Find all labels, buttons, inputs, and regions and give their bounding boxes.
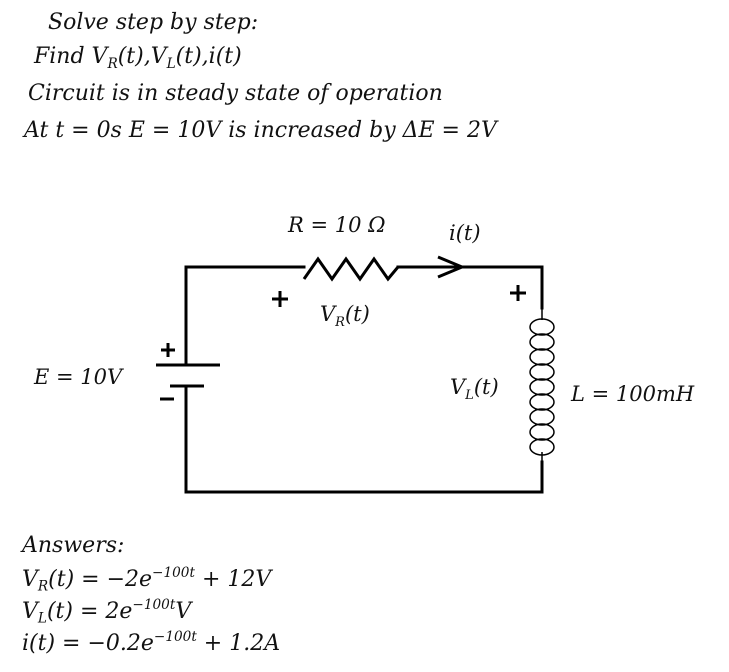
find-prefix: Find [34,44,92,69]
inductor-loop [529,378,555,396]
wire-top-right [396,265,544,310]
inductor-label: L = 100mH [570,382,695,406]
inductor-coil [529,318,555,456]
wire-top-left [184,265,306,270]
answer-i: i(t) = −0.2e−100t + 1.2A [22,629,281,656]
current-arrow-icon [437,255,466,279]
inductor-loop [529,363,555,381]
vl-arg: (t), [175,44,209,69]
inductor-loop [529,318,555,336]
inductor-loop [529,333,555,351]
vr-subscript: R [107,55,118,72]
answer-vl: VL(t) = 2e−100tV [22,597,192,627]
source-label: E = 10V [33,365,124,389]
inductor-loop [529,393,555,411]
vr-symbol: V [91,44,108,69]
inductor-loop [529,348,555,366]
inductor-loop [529,423,555,441]
answers-heading: Answers: [22,533,125,558]
problem-line-4: At t = 0s E = 10V is increased by ΔE = 2… [24,118,497,143]
problem-line-2: Find VR(t),VL(t),i(t) [34,44,242,72]
problem-line-1: Solve step by step: [48,10,259,35]
vl-subscript: L [166,55,176,72]
vl-symbol: V [150,44,167,69]
current-label: i(t) [449,221,481,245]
resistor-label: R = 10 Ω [287,213,386,237]
vl-label: VL(t) [450,375,499,403]
wire-bottom [184,460,544,494]
vr-arg: (t), [117,44,151,69]
resistor-zigzag [302,256,400,282]
current-symbol: i(t) [208,44,242,69]
inductor-loop [529,408,555,426]
problem-line-3: Circuit is in steady state of operation [28,81,443,106]
vr-label: VR(t) [320,302,370,330]
answer-vr: VR(t) = −2e−100t + 12V [22,565,272,595]
